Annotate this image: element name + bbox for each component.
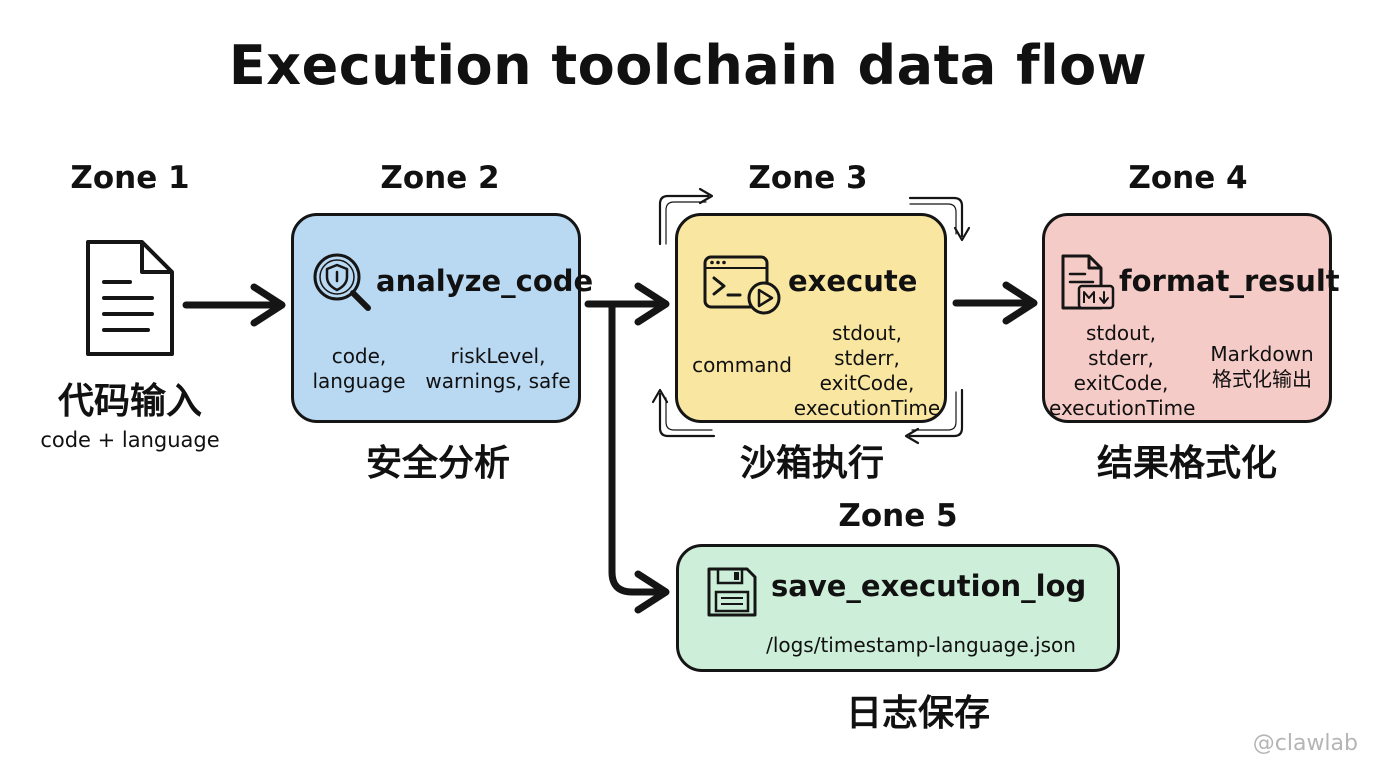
sandbox-cycle-arrows	[651, 187, 971, 445]
zone3-output: stdout, stderr, exitCode, executionTime	[792, 321, 942, 421]
zone2-output-line: warnings, safe	[425, 369, 571, 393]
watermark: @clawlab	[1252, 731, 1358, 756]
zone2-output-line: riskLevel,	[450, 344, 546, 368]
zone4-input-line: stderr,	[1088, 346, 1154, 370]
zone4-input-line: executionTime	[1049, 396, 1196, 420]
zone3-label: Zone 3	[748, 160, 868, 196]
floppy-disk-icon	[707, 567, 757, 617]
arrow-zone1-to-zone2	[182, 283, 286, 327]
zone3-input: command	[692, 353, 792, 377]
zone2-caption: 安全分析	[365, 443, 510, 484]
zone5-caption: 日志保存	[845, 693, 990, 734]
zone4-input-line: stdout,	[1085, 321, 1157, 345]
zone4-output-line: 格式化输出	[1212, 367, 1312, 391]
arrow-zone2-to-zone3	[584, 282, 670, 326]
zone4-function-name: format_result	[1119, 264, 1340, 298]
zone3-box: execute command stdout, stderr, exitCode…	[675, 213, 947, 423]
zone2-input-line: code,	[331, 344, 387, 368]
zone5-function-name: save_execution_log	[771, 569, 1087, 603]
zone1-name: 代码输入	[57, 381, 202, 422]
arrow-branch-to-zone5	[608, 300, 670, 614]
zone5-box: save_execution_log /logs/timestamp-langu…	[676, 544, 1120, 672]
zone2-label: Zone 2	[380, 160, 500, 196]
zone2-function-name: analyze_code	[376, 264, 594, 298]
zone3-output-line: executionTime	[793, 396, 941, 420]
markdown-file-icon	[1061, 254, 1115, 310]
shield-magnifier-icon	[313, 253, 371, 311]
diagram-title: Execution toolchain data flow	[228, 34, 1148, 97]
zone2-box: analyze_code code, language riskLevel, w…	[291, 213, 593, 423]
zone2-output: riskLevel, warnings, safe	[418, 344, 578, 394]
document-icon	[86, 240, 174, 356]
zone1-label: Zone 1	[70, 160, 190, 196]
zone2-input-line: language	[312, 369, 406, 393]
zone4-label: Zone 4	[1128, 160, 1248, 196]
zone2-input: code, language	[304, 344, 414, 394]
zone4-input: stdout, stderr, exitCode, executionTime	[1049, 321, 1196, 421]
zone3-output-line: stdout,	[831, 321, 903, 345]
zone3-caption: 沙箱执行	[739, 443, 884, 484]
zone4-caption: 结果格式化	[1096, 443, 1277, 484]
terminal-play-icon	[703, 255, 781, 315]
zone3-output-line: stderr,	[834, 346, 900, 370]
zone4-input-line: exitCode,	[1073, 371, 1169, 395]
arrow-zone3-to-zone4	[952, 281, 1038, 325]
zone4-output-line: Markdown	[1210, 342, 1314, 366]
zone3-function-name: execute	[788, 264, 918, 298]
zone4-output: Markdown 格式化输出	[1195, 342, 1329, 392]
zone4-box: format_result stdout, stderr, exitCode, …	[1042, 213, 1340, 423]
zone1-subtitle: code + language	[40, 428, 220, 452]
zone5-path: /logs/timestamp-language.json	[766, 633, 1076, 657]
zone3-output-line: exitCode,	[819, 371, 915, 395]
zone5-label: Zone 5	[838, 498, 958, 534]
